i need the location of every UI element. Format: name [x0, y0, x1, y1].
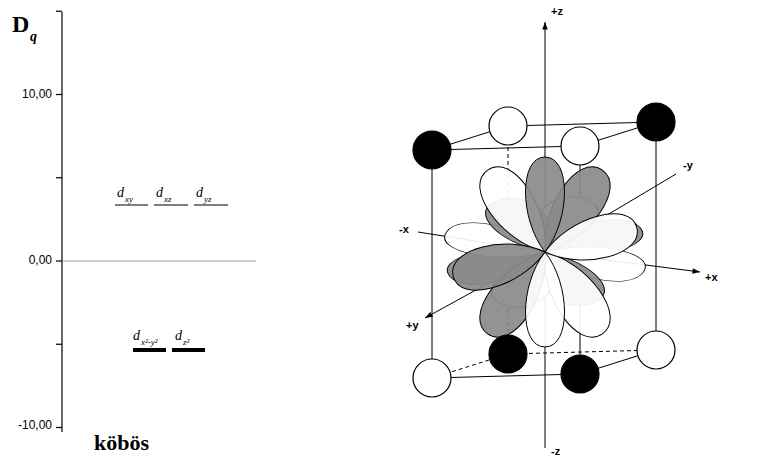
- axis-label: +z: [550, 6, 564, 17]
- orbital-subscript: z²: [183, 338, 189, 347]
- tick-label: -10,00: [18, 419, 52, 431]
- cube-orbital-illustration: [413, 22, 700, 448]
- orbital-subscript: xz: [164, 195, 172, 204]
- axis-label: +x: [704, 272, 719, 283]
- orbital-subscript: yz: [204, 195, 212, 204]
- axis-label: -x: [398, 224, 410, 235]
- tick-label: 10,00: [22, 88, 52, 100]
- axis-title-subscript: q: [30, 30, 37, 44]
- energy-axis: [56, 11, 256, 432]
- tick-label: 0,00: [29, 254, 52, 266]
- orbital-label: d: [133, 329, 140, 343]
- orbital-label: d: [156, 186, 163, 200]
- axis-title: D: [12, 12, 29, 36]
- energy-levels: [115, 205, 228, 350]
- orbital-label: d: [117, 186, 124, 200]
- axis-label: +y: [405, 320, 420, 331]
- axis-label: -y: [682, 160, 694, 171]
- orbital-subscript: x²-y²: [141, 338, 157, 347]
- axis-label: -z: [550, 446, 561, 457]
- orbital-subscript: xy: [125, 195, 133, 204]
- geometry-label: köbös: [94, 432, 149, 454]
- orbital-label: d: [175, 329, 182, 343]
- orbital-label: d: [196, 186, 203, 200]
